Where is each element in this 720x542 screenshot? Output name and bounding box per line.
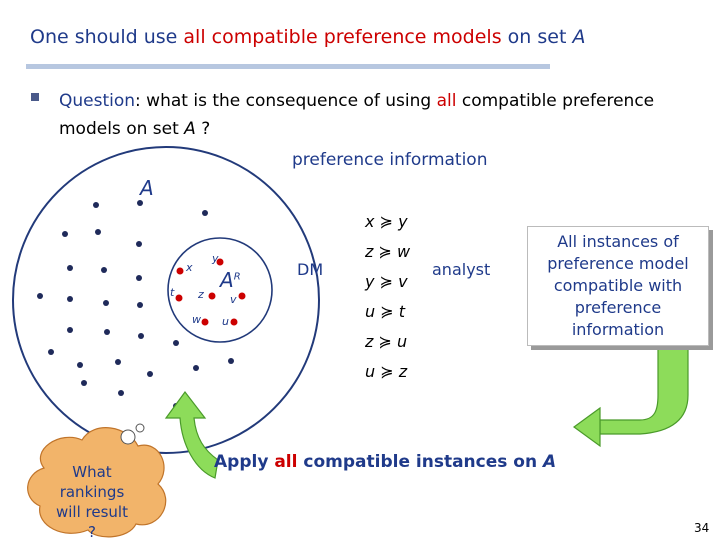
- question-part2: compatible preference models on set: [59, 91, 655, 139]
- point-label-z: z: [198, 288, 204, 301]
- question-part1: : what is the consequence of using: [135, 91, 437, 111]
- instances-box: All instances of preference model compat…: [527, 226, 709, 346]
- cloud-question: What rankings will result ?: [56, 463, 128, 541]
- relation-row: z ≽ w: [365, 242, 411, 261]
- question-all: all: [436, 91, 457, 111]
- thought-cloud: [27, 427, 167, 538]
- relation-row: y ≽ v: [365, 272, 408, 291]
- title-underline: [26, 64, 550, 69]
- bubble-dot-2: [135, 423, 145, 433]
- relations-list: x ≽ y z ≽ w y ≽ v u ≽ t z ≽ u u ≽ z: [365, 207, 410, 387]
- relation-row: z ≽ u: [365, 332, 408, 351]
- apply-part1: Apply: [214, 452, 275, 472]
- subset-label: AR: [220, 268, 241, 292]
- relation-row: u ≽ z: [365, 362, 408, 381]
- point-label-t: t: [170, 286, 175, 299]
- subset-ar-circle: [167, 237, 273, 343]
- apply-all: all: [274, 452, 298, 472]
- point-label-w: w: [192, 313, 201, 326]
- green-arrow-head-1: [572, 406, 601, 448]
- title-set: A: [572, 26, 586, 48]
- apply-part2: compatible instances on: [297, 452, 543, 472]
- dm-label: DM: [297, 260, 324, 279]
- point-label-x: x: [186, 261, 193, 274]
- subset-points: [175, 258, 246, 326]
- analyst-label: analyst: [432, 260, 491, 279]
- relation-row: u ≽ t: [365, 302, 406, 321]
- set-a-points: [37, 200, 234, 409]
- subset-label-sup: R: [233, 271, 241, 283]
- bubble-dot-1: [120, 429, 136, 445]
- point-label-y: y: [212, 252, 219, 265]
- green-arrow-right: [599, 346, 689, 435]
- subset-label-base: A: [220, 268, 234, 292]
- title-part1: One should use: [30, 26, 184, 48]
- page-number: 34: [694, 521, 710, 535]
- green-arrow-left: [164, 390, 219, 479]
- preference-information-label: preference information: [292, 150, 488, 170]
- question-part3: ?: [195, 119, 211, 139]
- slide-title: One should use all compatible preference…: [30, 26, 585, 48]
- title-part3: on set: [501, 26, 573, 48]
- point-label-u: u: [222, 315, 229, 328]
- apply-label: Apply all compatible instances on A: [214, 452, 556, 472]
- bullet-square-icon: [31, 93, 39, 101]
- relation-row: x ≽ y: [365, 212, 408, 231]
- point-label-v: v: [230, 293, 237, 306]
- question-label: Question: [59, 91, 136, 111]
- question-set: A: [184, 119, 196, 139]
- apply-set: A: [543, 452, 557, 472]
- set-a-circle: [12, 146, 320, 454]
- instances-text: All instances of preference model compat…: [547, 232, 689, 339]
- question-text: Question: what is the consequence of usi…: [59, 87, 709, 143]
- title-highlight: all compatible preference models: [183, 26, 502, 48]
- set-a-label: A: [140, 176, 154, 200]
